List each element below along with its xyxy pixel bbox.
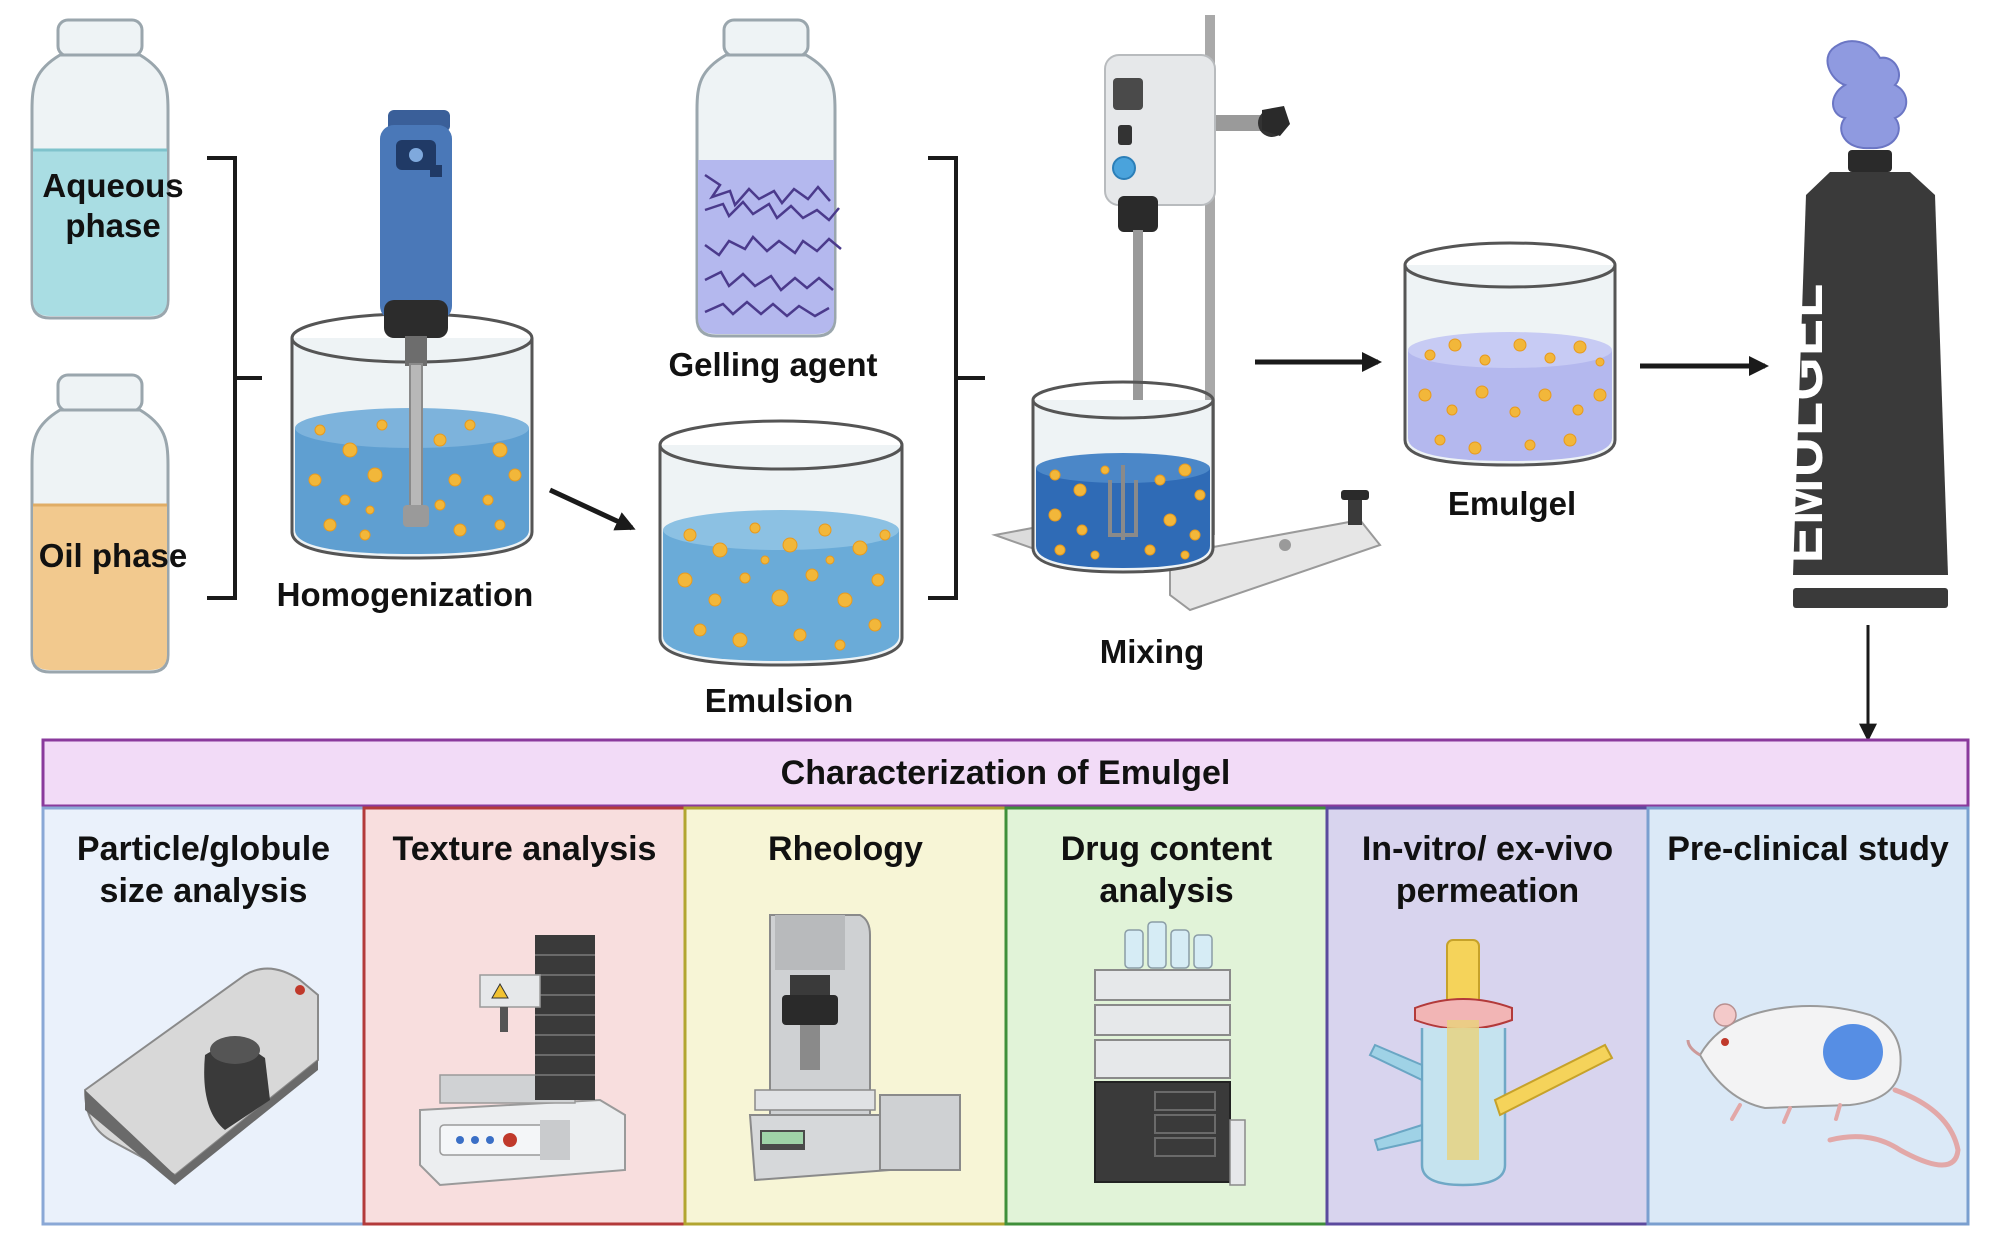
emulgel-tube <box>1793 40 1948 608</box>
arrow-homogenization-to-emulsion <box>548 487 636 531</box>
homogenizer-beaker <box>290 110 534 560</box>
label-mixing: Mixing <box>1099 633 1205 670</box>
rheometer-icon <box>748 914 961 1182</box>
aqueous-phase-bottle <box>30 18 170 320</box>
label-gelling-agent: Gelling agent <box>668 346 878 383</box>
emulgel-beaker <box>1403 241 1617 467</box>
panel-title-permeation: In-vitro/ ex-vivo permeation <box>1361 830 1614 910</box>
label-oil-phase: Oil phase <box>38 537 188 574</box>
label-homogenization: Homogenization <box>276 576 534 613</box>
gelling-agent-bottle <box>695 18 842 338</box>
mixing-bracket <box>928 156 985 600</box>
overhead-stirrer <box>991 15 1382 612</box>
tube-label: EMULGEL <box>1771 282 1834 564</box>
panel-title-drug-content: Drug content analysis <box>1060 830 1273 910</box>
panel-title-particle-size: Particle/globule size analysis <box>76 830 331 910</box>
lab-rat-icon <box>1686 1003 1961 1168</box>
panel-title-preclinical: Pre-clinical study <box>1667 830 1949 868</box>
panel-title-texture: Texture analysis <box>392 830 657 868</box>
label-aqueous-phase: Aqueous phase <box>42 167 184 244</box>
texture-analyzer-icon <box>419 935 626 1187</box>
particle-size-analyzer-icon <box>83 967 319 1185</box>
emulsion-beaker <box>658 419 904 667</box>
characterization-header <box>41 738 1970 808</box>
characterization-title: Characterization of Emulgel <box>780 754 1231 792</box>
label-emulgel: Emulgel <box>1447 485 1577 522</box>
label-emulsion: Emulsion <box>704 682 854 719</box>
panel-title-rheology: Rheology <box>768 830 923 868</box>
hplc-instrument-icon <box>1094 921 1246 1186</box>
franz-diffusion-cell-icon <box>1368 939 1614 1187</box>
phases-bracket <box>207 156 262 600</box>
oil-phase-bottle <box>30 373 170 674</box>
